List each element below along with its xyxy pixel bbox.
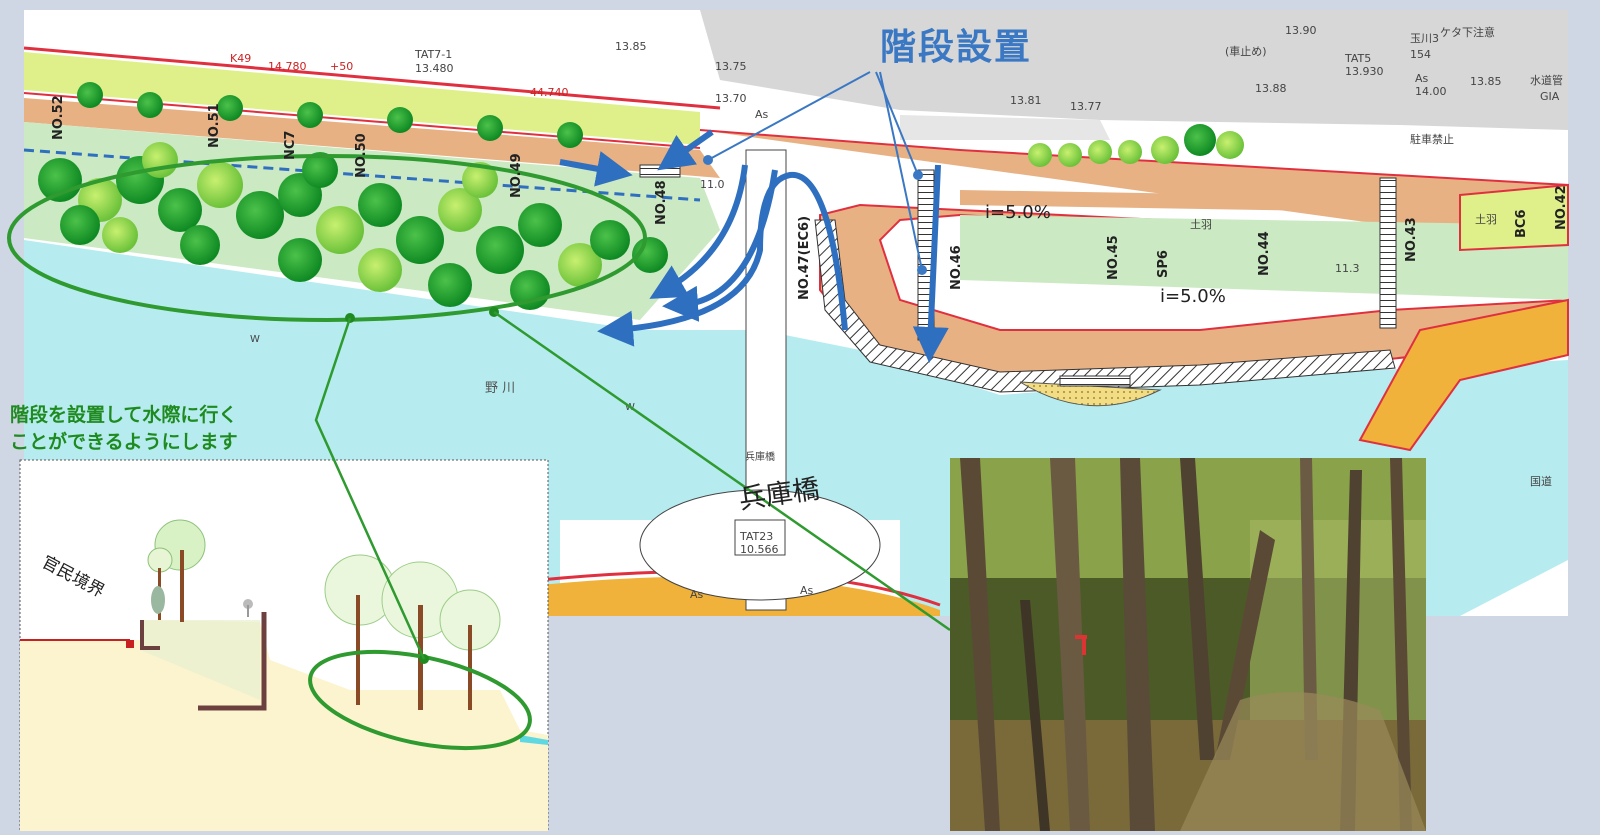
plan-text: +50 [330, 60, 353, 73]
right-green [1459, 183, 1569, 252]
station-label: NO.42 [1554, 185, 1569, 230]
plan-text: W [250, 334, 260, 345]
plan-text: ケタ下注意 [1440, 25, 1495, 39]
plan-text: TAT7-1 [414, 48, 452, 61]
plan-text: 14.780 [268, 60, 307, 73]
station-label: NO.44 [1257, 231, 1272, 276]
plan-text: 玉川3 [1410, 32, 1439, 45]
plan-text: 44.740 [530, 86, 569, 99]
station-label: NO.45 [1106, 235, 1121, 280]
plan-text: 兵庫橋 [745, 450, 775, 463]
station-label: NO.48 [654, 180, 669, 225]
boundary-line-2 [23, 92, 701, 149]
plan-text: As [1415, 72, 1429, 85]
boundary-line-top [23, 46, 721, 110]
plan-text: TAT23 [739, 530, 773, 543]
plan-text: GIA [1540, 90, 1560, 103]
plan-text: As [755, 108, 769, 121]
station-label: NO.49 [509, 153, 524, 198]
upper-road-gray [580, 10, 1568, 130]
station-label: NO.51 [207, 103, 222, 148]
stairs-right [1379, 177, 1397, 329]
river-name-label: 野 川 [485, 381, 515, 396]
walkway-upper [24, 98, 720, 178]
station-label: NO.43 [1404, 217, 1419, 262]
plan-text: 13.480 [415, 62, 454, 75]
access-arrows [559, 129, 949, 363]
stairs-left [639, 164, 681, 178]
plan-text: 駐車禁止 [1410, 132, 1454, 146]
station-label: NO.52 [51, 95, 66, 140]
plan-text: 13.85 [1470, 75, 1502, 88]
description-text: 階段を設置して水際に行く ことができるようにします [10, 402, 238, 456]
plan-text: As [800, 584, 814, 597]
sand-area [1019, 381, 1162, 407]
road-patch [900, 115, 1110, 140]
stair-installation-label: 階段設置 [880, 27, 1033, 68]
plan-text: TAT5 [1344, 52, 1371, 65]
walkway-inner [960, 190, 1568, 215]
station-label: NO.50 [354, 133, 369, 178]
slope-label-upper: i=5.0% [985, 202, 1051, 223]
cross-section-inset [19, 459, 549, 832]
forest-highlight-ellipse [7, 154, 647, 322]
forest-trees [38, 82, 1244, 310]
plan-text: 国道 [1530, 474, 1552, 488]
description-line-1: 階段を設置して水際に行く [10, 404, 238, 426]
plan-text: 13.81 [1010, 94, 1042, 107]
plan-text: 10.566 [740, 543, 779, 556]
plan-text: 13.85 [615, 40, 647, 53]
plan-text: 水道管 [1530, 73, 1563, 87]
plan-text: 13.75 [715, 60, 747, 73]
section-trees [147, 519, 501, 710]
forest-photo [950, 458, 1426, 831]
slope-label-lower: i=5.0% [1160, 286, 1226, 307]
station-label: BC6 [1514, 210, 1529, 239]
plan-text: 11.3 [1335, 262, 1360, 275]
station-label: SP6 [1156, 250, 1171, 278]
station-label: NO.47(EC6) [797, 216, 812, 300]
plan-text: (車止め) [1225, 44, 1267, 58]
upper-grass-strip [24, 52, 700, 145]
plan-text: 土羽 [1475, 213, 1497, 226]
bridge-pier-box [734, 519, 786, 556]
description-line-2: ことができるようにします [10, 431, 238, 453]
plan-text: As [690, 588, 704, 601]
plan-text: 13.77 [1070, 100, 1102, 113]
right-road [1358, 298, 1569, 452]
plan-text: 11.0 [700, 178, 725, 191]
pointer-dot-1 [703, 155, 713, 165]
plan-text: 14.00 [1415, 85, 1447, 98]
pointer-dot-3 [917, 265, 927, 275]
plan-text: 154 [1410, 48, 1431, 61]
plan-annotations: K49 14.780 +50 TAT7-1 13.480 44.740 13.8… [230, 24, 1563, 601]
plan-text: 13.88 [1255, 82, 1287, 95]
plan-text: 13.70 [715, 92, 747, 105]
plan-text: K49 [230, 52, 251, 65]
callout-lines [314, 310, 951, 660]
plan-text: 13.930 [1345, 65, 1384, 78]
plan-text: 13.90 [1285, 24, 1317, 37]
station-label: NO.46 [949, 245, 964, 290]
plan-text: 土羽 [1190, 218, 1212, 231]
stair-pointer-lines [707, 71, 923, 271]
pointer-dot-2 [913, 170, 923, 180]
grass-inner [960, 215, 1568, 300]
station-label: NC7 [283, 131, 298, 160]
slope-hatch [814, 219, 1396, 393]
stairs-lower [1059, 375, 1131, 387]
